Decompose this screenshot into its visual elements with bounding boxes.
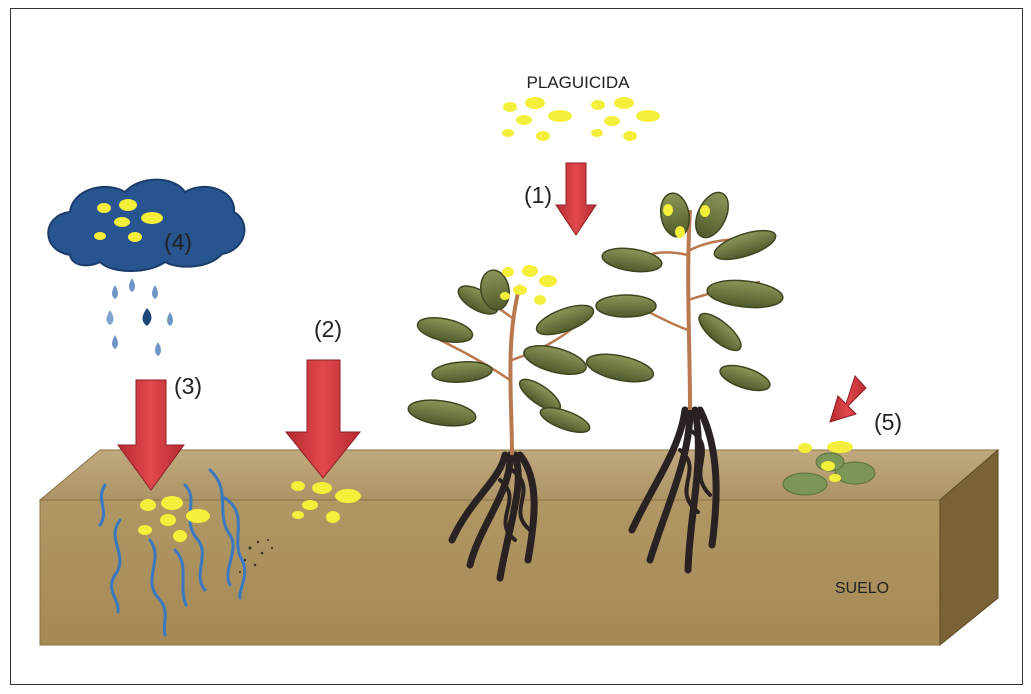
rain-drops	[107, 278, 174, 356]
arrow-route-5	[830, 376, 866, 422]
cloud-shape	[48, 180, 244, 271]
route-2-label: (2)	[314, 316, 342, 342]
soil-label: SUELO	[835, 580, 889, 597]
route-4-label: (4)	[164, 229, 192, 255]
plant-right-leaves	[584, 187, 784, 395]
arrow-route-1	[556, 163, 596, 235]
route-5-label: (5)	[874, 409, 902, 435]
route-3-label: (3)	[174, 373, 202, 399]
pesticide-label: PLAGUICIDA	[527, 73, 631, 92]
pesticide-granules-top	[502, 97, 660, 141]
route-1-label: (1)	[524, 182, 552, 208]
rain-cloud	[48, 180, 244, 356]
